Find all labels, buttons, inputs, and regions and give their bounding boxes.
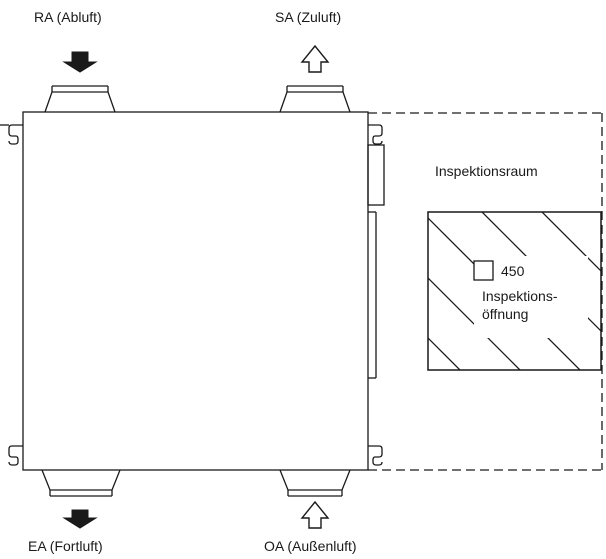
- duct-connector-ra: [44, 85, 116, 113]
- unit-housing: [22, 111, 369, 471]
- mounting-bracket-top-left: [0, 124, 23, 145]
- label-opening-line1: Inspektions-: [482, 288, 558, 304]
- inspection-space-outline: [368, 112, 603, 471]
- label-opening-size: 450: [501, 263, 525, 279]
- mounting-bracket-top-right: [368, 124, 383, 145]
- arrow-oa-icon: [300, 500, 330, 529]
- label-ra: RA (Abluft): [34, 9, 102, 25]
- square-size-symbol: [473, 260, 494, 281]
- label-inspection-room: Inspektionsraum: [435, 163, 538, 179]
- arrow-sa-icon: [300, 44, 330, 73]
- mounting-bracket-bottom-right: [368, 445, 383, 466]
- duct-connector-oa: [279, 469, 351, 497]
- mounting-bracket-bottom-left: [8, 445, 23, 466]
- arrow-ea-icon: [62, 509, 98, 529]
- label-oa: OA (Außenluft): [264, 538, 357, 554]
- label-sa: SA (Zuluft): [275, 9, 341, 25]
- duct-connector-sa: [279, 85, 351, 113]
- side-panel: [367, 144, 385, 206]
- duct-connector-ea: [41, 469, 121, 497]
- arrow-ra-icon: [62, 51, 98, 73]
- label-opening-line2: öffnung: [482, 306, 528, 322]
- label-ea: EA (Fortluft): [28, 538, 103, 554]
